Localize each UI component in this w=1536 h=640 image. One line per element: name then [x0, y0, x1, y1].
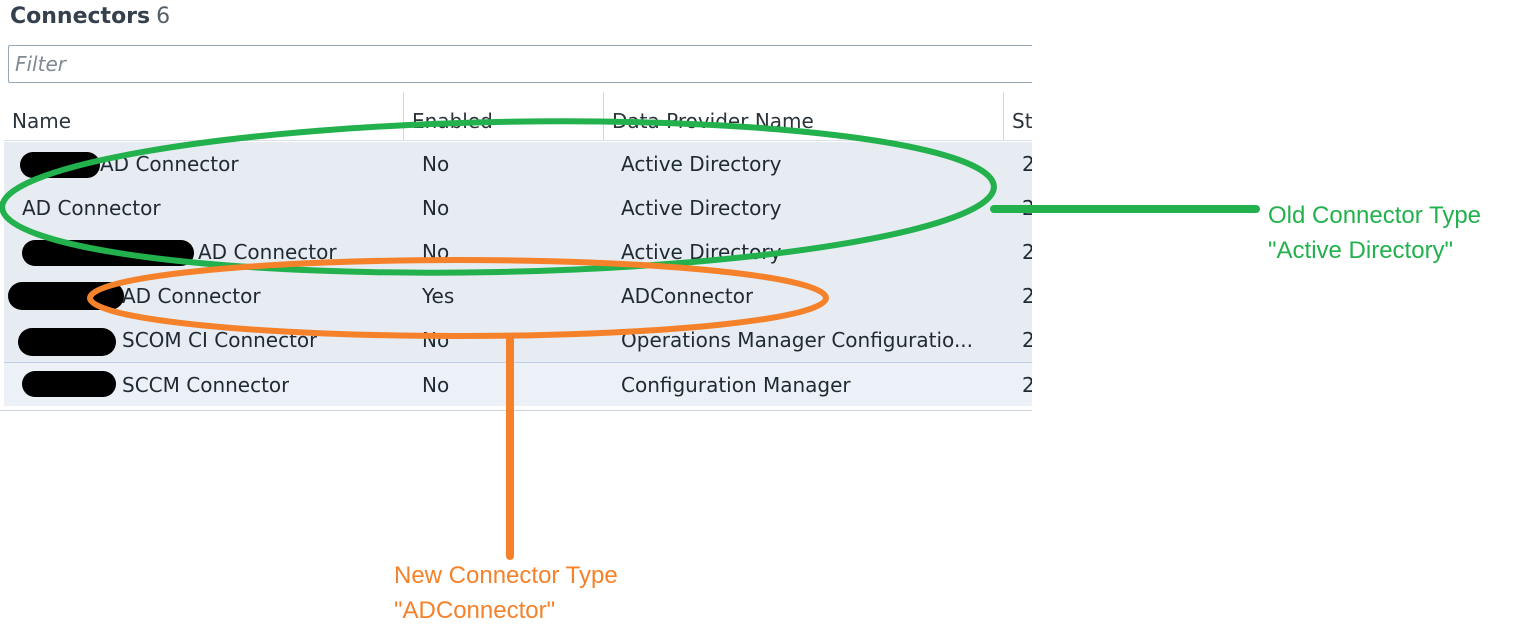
cell-data-provider: Operations Manager Configuratio...: [621, 328, 974, 352]
redaction-mark: [22, 240, 194, 266]
panel-title-text: Connectors: [10, 4, 151, 29]
cell-enabled: No: [422, 373, 450, 397]
cell-data-provider: Configuration Manager: [621, 373, 851, 397]
cell-data-provider: Active Directory: [621, 240, 782, 264]
cell-status: 2: [1022, 142, 1032, 186]
redaction-mark: [18, 328, 116, 356]
column-header-data-provider-name[interactable]: Data Provider Name: [604, 92, 1004, 140]
cell-status: 2: [1022, 230, 1032, 274]
cell-status: 2: [1022, 363, 1032, 407]
column-header-status[interactable]: St: [1004, 92, 1032, 140]
cell-status: 2: [1022, 318, 1032, 362]
cell-enabled: No: [422, 152, 450, 176]
connectors-grid: Name Enabled Data Provider Name St AD Co…: [4, 92, 1032, 410]
table-row[interactable]: AD Connector Yes ADConnector 2: [4, 274, 1032, 319]
cell-enabled: Yes: [422, 284, 455, 308]
old-note-line-1: Old Connector Type: [1268, 202, 1482, 229]
table-row[interactable]: AD Connector No Active Directory 2: [4, 230, 1032, 275]
cell-name: AD Connector: [122, 284, 261, 308]
cell-enabled: No: [422, 328, 450, 352]
connector-count: 6: [156, 4, 171, 29]
new-note-line-2: "ADConnector": [394, 597, 556, 624]
cell-name: SCCM Connector: [122, 373, 290, 397]
cell-enabled: No: [422, 240, 450, 264]
table-row[interactable]: SCOM CI Connector No Operations Manager …: [4, 318, 1032, 363]
redaction-mark: [22, 371, 116, 397]
cell-name: AD Connector: [100, 152, 239, 176]
redaction-mark: [8, 282, 124, 310]
cell-status: 2: [1022, 274, 1032, 318]
new-note-line-1: New Connector Type: [394, 562, 618, 589]
table-row[interactable]: AD Connector No Active Directory 2: [4, 186, 1032, 231]
new-connector-type-note: New Connector Type "ADConnector": [394, 558, 618, 628]
column-header-enabled[interactable]: Enabled: [404, 92, 604, 140]
cell-data-provider: Active Directory: [621, 196, 782, 220]
old-note-line-2: "Active Directory": [1268, 237, 1454, 264]
table-row[interactable]: AD Connector No Active Directory 2: [4, 142, 1032, 187]
cell-name: SCOM CI Connector: [122, 328, 318, 352]
cell-data-provider: ADConnector: [621, 284, 754, 308]
filter-input[interactable]: [8, 45, 1032, 83]
cell-status: 2: [1022, 186, 1032, 230]
cell-name: AD Connector: [22, 196, 161, 220]
table-row-selected[interactable]: SCCM Connector No Configuration Manager …: [4, 362, 1032, 406]
redaction-mark: [20, 152, 100, 178]
cell-name: AD Connector: [198, 240, 337, 264]
column-header-name[interactable]: Name: [4, 92, 404, 140]
cell-enabled: No: [422, 196, 450, 220]
grid-header: Name Enabled Data Provider Name St: [4, 92, 1032, 141]
old-connector-type-note: Old Connector Type "Active Directory": [1268, 198, 1481, 268]
cell-data-provider: Active Directory: [621, 152, 782, 176]
